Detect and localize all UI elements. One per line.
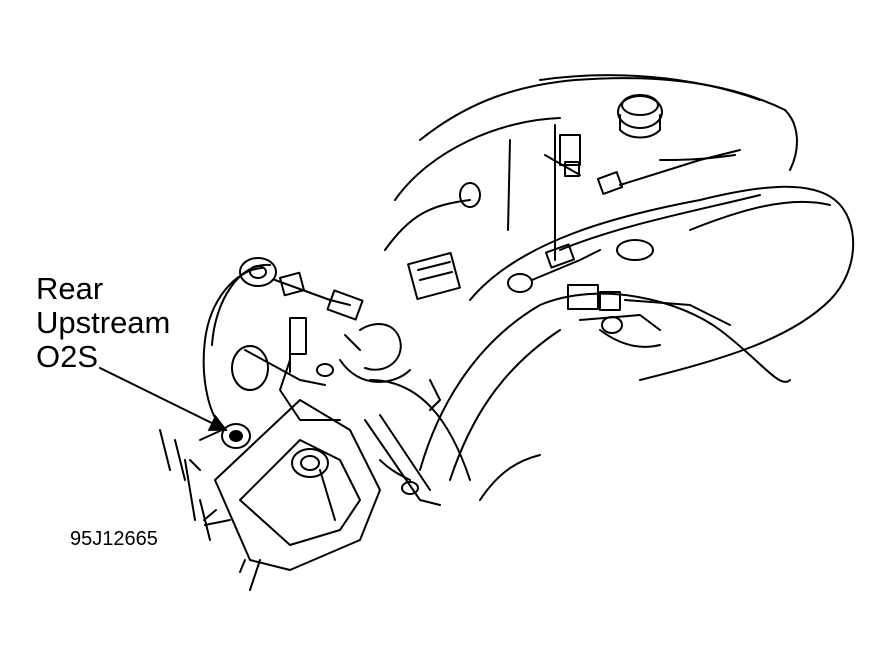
sensor-callout-label: Rear Upstream O2S — [36, 272, 170, 374]
lower-shell — [420, 294, 790, 470]
sensor-wire — [204, 268, 262, 430]
hood-inner-line — [540, 75, 760, 100]
figure-code: 95J12665 — [70, 528, 158, 550]
intake-housing — [470, 187, 853, 380]
callout-line-1: Rear — [36, 271, 104, 306]
engine-mount-plate — [215, 400, 380, 570]
center-connector — [408, 253, 460, 299]
callout-line-2: Upstream — [36, 305, 171, 340]
leader-line-arrow — [100, 368, 228, 430]
hood-outline — [420, 78, 797, 170]
callout-line-3: O2S — [36, 339, 99, 374]
oxygen-sensor-icon — [200, 424, 250, 448]
